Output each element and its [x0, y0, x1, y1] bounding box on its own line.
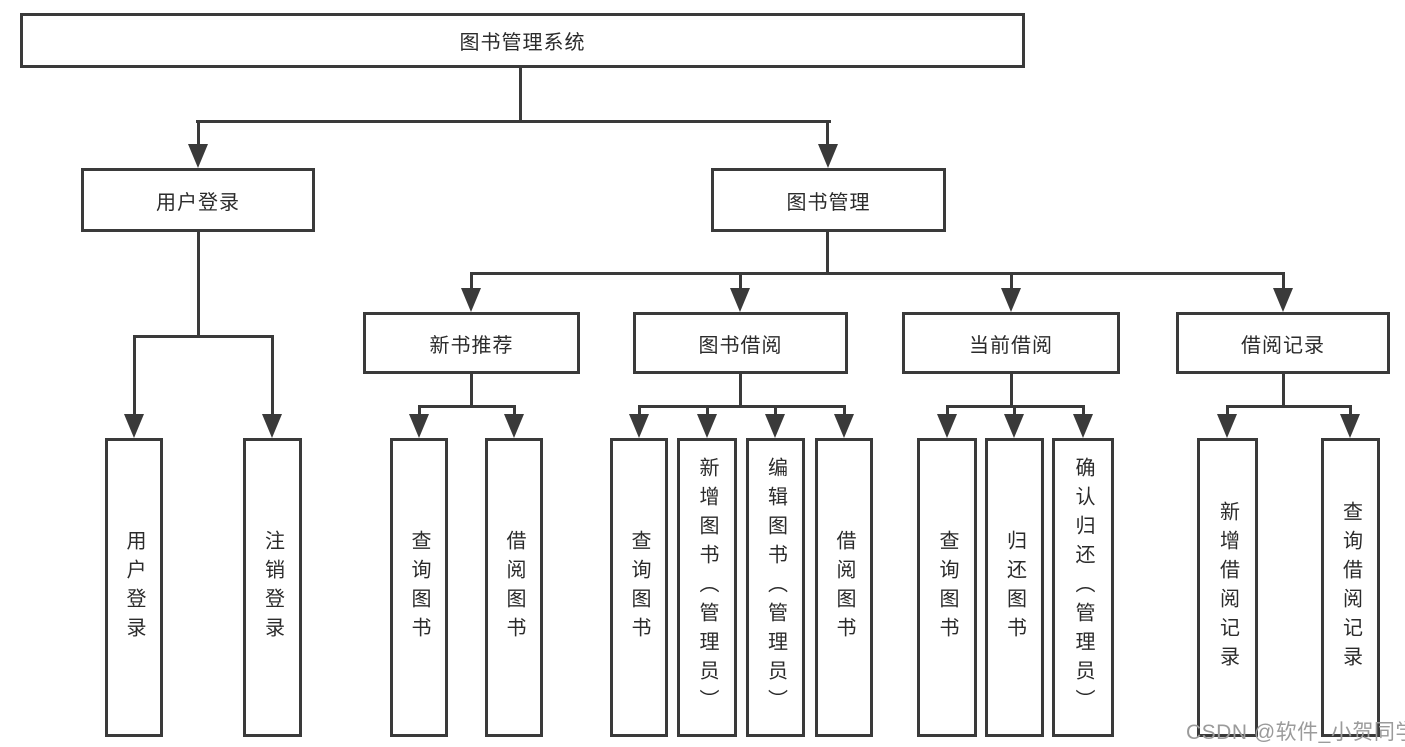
leaf-user-login: 用户登录: [105, 438, 163, 737]
leaf-borrow-borrow-books-label: 借阅图书: [833, 529, 855, 646]
leaf-current-return-books: 归还图书: [985, 438, 1044, 737]
leaf-current-query-books: 查询图书: [917, 438, 977, 737]
arrow-down-icon: [818, 144, 838, 168]
leaf-records-add-record: 新增借阅记录: [1197, 438, 1258, 737]
connector-line: [826, 232, 829, 275]
connector-line: [843, 405, 846, 417]
arrow-down-icon: [1217, 414, 1237, 438]
leaf-borrow-edit-books-admin: 编辑图书（管理员）: [746, 438, 805, 737]
arrow-down-icon: [409, 414, 429, 438]
leaf-current-confirm-return-admin: 确认归还（管理员）: [1052, 438, 1114, 737]
connector-line: [418, 405, 421, 417]
arrow-down-icon: [461, 288, 481, 312]
connector-line: [1226, 405, 1351, 408]
leaf-current-query-books-label: 查询图书: [936, 529, 958, 646]
arrow-down-icon: [730, 288, 750, 312]
connector-line: [706, 405, 709, 417]
leaf-recommend-borrow-books-label: 借阅图书: [503, 529, 525, 646]
leaf-records-add-record-label: 新增借阅记录: [1216, 500, 1239, 675]
connector-line: [774, 405, 777, 417]
leaf-borrow-borrow-books: 借阅图书: [815, 438, 873, 737]
arrow-down-icon: [262, 414, 282, 438]
leaf-logout: 注销登录: [243, 438, 302, 737]
connector-line: [1082, 405, 1085, 417]
node-book-borrow: 图书借阅: [633, 312, 848, 374]
connector-line: [946, 405, 949, 417]
leaf-records-query-record: 查询借阅记录: [1321, 438, 1380, 737]
node-current-borrow: 当前借阅: [902, 312, 1120, 374]
node-book-borrow-label: 图书借阅: [698, 334, 783, 357]
connector-line: [197, 232, 200, 338]
node-user-login-label: 用户登录: [156, 191, 240, 214]
connector-line: [1010, 272, 1013, 291]
connector-line: [133, 335, 274, 338]
connector-line: [133, 335, 136, 417]
leaf-current-return-books-label: 归还图书: [1003, 529, 1026, 646]
connector-line: [739, 374, 742, 408]
connector-line: [739, 272, 742, 291]
arrow-down-icon: [1073, 414, 1093, 438]
node-user-login: 用户登录: [81, 168, 315, 232]
arrow-down-icon: [1004, 414, 1024, 438]
leaf-borrow-add-books-admin: 新增图书（管理员）: [677, 438, 737, 737]
connector-line: [1349, 405, 1352, 417]
connector-line: [826, 120, 829, 147]
connector-line: [470, 374, 473, 408]
leaf-user-login-label: 用户登录: [123, 529, 145, 646]
arrow-down-icon: [124, 414, 144, 438]
node-new-book-recommend: 新书推荐: [363, 312, 580, 374]
leaf-recommend-query-books: 查询图书: [390, 438, 448, 737]
leaf-recommend-borrow-books: 借阅图书: [485, 438, 543, 737]
arrow-down-icon: [765, 414, 785, 438]
connector-line: [196, 120, 831, 123]
leaf-borrow-query-books: 查询图书: [610, 438, 668, 737]
connector-line: [1013, 405, 1016, 417]
connector-line: [1282, 374, 1285, 408]
arrow-down-icon: [629, 414, 649, 438]
arrow-down-icon: [1273, 288, 1293, 312]
connector-line: [638, 405, 641, 417]
node-book-management: 图书管理: [711, 168, 946, 232]
arrow-down-icon: [697, 414, 717, 438]
arrow-down-icon: [1340, 414, 1360, 438]
watermark: CSDN @软件_小贺同学: [1186, 721, 1405, 744]
leaf-borrow-query-books-label: 查询图书: [628, 529, 650, 646]
leaf-recommend-query-books-label: 查询图书: [408, 529, 430, 646]
connector-line: [1282, 272, 1285, 291]
arrow-down-icon: [937, 414, 957, 438]
leaf-borrow-edit-books-admin-label: 编辑图书（管理员）: [764, 457, 787, 718]
node-root-label: 图书管理系统: [459, 32, 586, 54]
connector-line: [638, 405, 845, 408]
node-current-borrow-label: 当前借阅: [969, 334, 1053, 357]
leaf-borrow-add-books-admin-label: 新增图书（管理员）: [696, 457, 718, 718]
leaf-logout-label: 注销登录: [261, 529, 284, 646]
node-root: 图书管理系统: [20, 13, 1025, 68]
connector-line: [470, 272, 473, 291]
arrow-down-icon: [188, 144, 208, 168]
node-book-management-label: 图书管理: [786, 191, 871, 214]
node-borrow-records-label: 借阅记录: [1241, 334, 1325, 357]
leaf-records-query-record-label: 查询借阅记录: [1339, 500, 1362, 675]
connector-line: [1226, 405, 1229, 417]
connector-line: [418, 405, 515, 408]
connector-line: [271, 335, 274, 417]
connector-line: [197, 120, 200, 147]
leaf-current-confirm-return-admin-label: 确认归还（管理员）: [1072, 457, 1094, 718]
connector-line: [513, 405, 516, 417]
node-borrow-records: 借阅记录: [1176, 312, 1390, 374]
arrow-down-icon: [834, 414, 854, 438]
connector-line: [1010, 374, 1013, 408]
arrow-down-icon: [504, 414, 524, 438]
connector-line: [519, 68, 522, 122]
connector-line: [470, 272, 1285, 275]
node-new-book-recommend-label: 新书推荐: [429, 334, 514, 357]
arrow-down-icon: [1001, 288, 1021, 312]
